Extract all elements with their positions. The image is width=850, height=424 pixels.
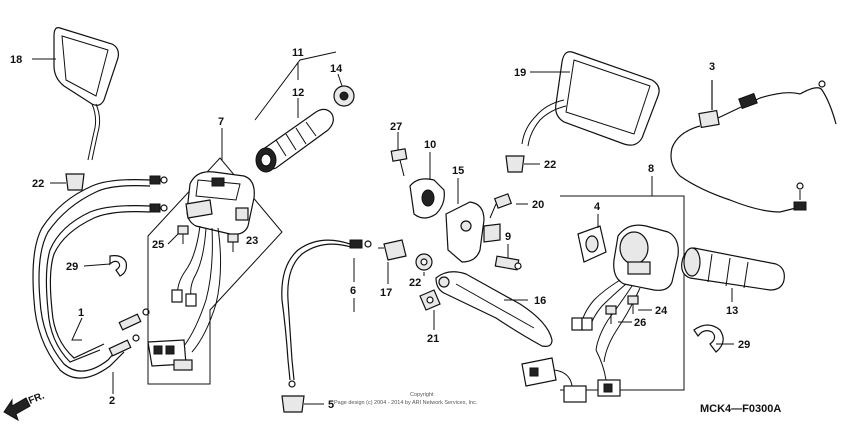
clutch-cable	[281, 239, 372, 388]
callout-9: 9	[505, 231, 511, 243]
callout-29-left: 29	[66, 261, 78, 273]
throttle-grip	[255, 108, 334, 173]
left-mirror	[53, 27, 119, 161]
callout-8: 8	[648, 163, 654, 175]
callout-25: 24	[655, 305, 668, 317]
bolt-28	[390, 148, 408, 177]
left-cable-clamp	[109, 255, 127, 277]
callout-22-right: 22	[544, 159, 556, 171]
bearing-14	[333, 85, 355, 107]
callout-15: 15	[452, 165, 464, 177]
direction-label: FR.	[27, 390, 46, 406]
right-grip	[681, 247, 785, 291]
callout-22-left: 22	[32, 178, 44, 190]
callout-27: 26	[634, 317, 646, 329]
washer-23	[415, 253, 433, 271]
callout-2: 2	[109, 395, 115, 407]
left-switch-housing	[147, 157, 283, 385]
callout-4: 4	[594, 201, 601, 213]
callout-24: 23	[246, 235, 258, 247]
dust-boot	[281, 395, 305, 413]
nut-21	[419, 289, 441, 311]
callout-13: 13	[726, 305, 738, 317]
callout-1: 1	[78, 307, 84, 319]
screw-26	[177, 225, 189, 244]
copyright-line-2: Page design (c) 2004 - 2014 by ARI Netwo…	[334, 400, 478, 406]
callout-7: 7	[218, 116, 224, 128]
callout-12: 12	[292, 87, 304, 99]
pivot-pin-9	[494, 255, 522, 271]
callout-23: 22	[409, 277, 421, 289]
screw-24	[227, 233, 239, 252]
right-mirror-nut	[505, 155, 525, 173]
callout-3: 3	[709, 61, 715, 73]
right-switch-housing	[521, 195, 685, 403]
throttle-cables	[32, 175, 168, 379]
screw-25	[627, 295, 639, 314]
callout-19: 19	[514, 67, 526, 79]
callout-11: 11	[292, 47, 304, 59]
callout-17: 17	[380, 287, 392, 299]
callout-14: 14	[330, 63, 343, 75]
callout-29-right: 29	[738, 339, 750, 351]
front-direction-arrow-icon	[3, 397, 31, 422]
bolt-20	[489, 193, 513, 219]
left-mirror-nut	[65, 173, 85, 191]
callout-6: 6	[350, 285, 356, 297]
clutch-lever-bracket	[445, 201, 501, 263]
cable-adjuster	[378, 239, 407, 261]
callout-21: 21	[427, 333, 439, 345]
callout-16: 16	[534, 295, 546, 307]
copyright-line-1: Copyright	[410, 392, 434, 398]
callout-20: 20	[532, 199, 544, 211]
right-mirror	[521, 51, 660, 147]
callout-28: 27	[390, 121, 402, 133]
lever-holder-clamp	[409, 178, 445, 219]
screw-27	[605, 305, 617, 324]
clutch-lever	[435, 271, 553, 347]
switch-unit-4	[577, 225, 607, 263]
diagram-code: MCK4—F0300A	[700, 403, 781, 415]
callout-26: 25	[152, 239, 164, 251]
callout-18: 18	[10, 54, 22, 66]
callout-10: 10	[424, 139, 436, 151]
callout-5: 5	[328, 399, 334, 411]
choke-cable	[670, 80, 837, 213]
right-cable-clamp	[693, 324, 724, 353]
